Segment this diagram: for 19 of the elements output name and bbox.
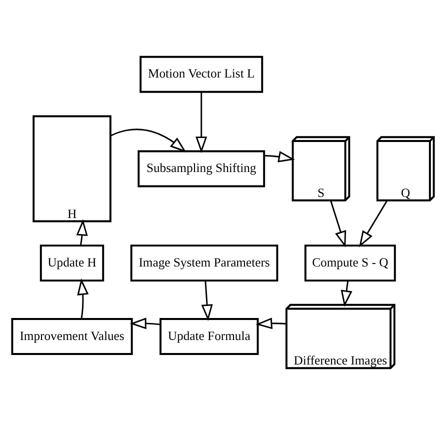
- node-box: Improvement Values: [11, 318, 133, 354]
- node-box: Update Formula: [160, 318, 259, 354]
- arrow: [130, 317, 160, 329]
- arrow: [76, 218, 88, 246]
- node-box: Update H: [40, 244, 104, 282]
- arrow: [330, 200, 346, 248]
- arrow: [77, 278, 89, 318]
- node-box: Motion Vector List L: [140, 55, 264, 92]
- arrow: [110, 128, 186, 152]
- arrow: [201, 280, 213, 320]
- arrow: [340, 280, 352, 306]
- arrow: [359, 200, 388, 247]
- arrow: [264, 150, 295, 162]
- arrow: [196, 92, 208, 153]
- node-box: Subsampling Shifting: [138, 150, 266, 187]
- node-box: Compute S - Q: [304, 244, 396, 282]
- node-box: H: [32, 114, 112, 222]
- arrow: [256, 317, 286, 329]
- node-box: Image System Parameters: [130, 244, 278, 282]
